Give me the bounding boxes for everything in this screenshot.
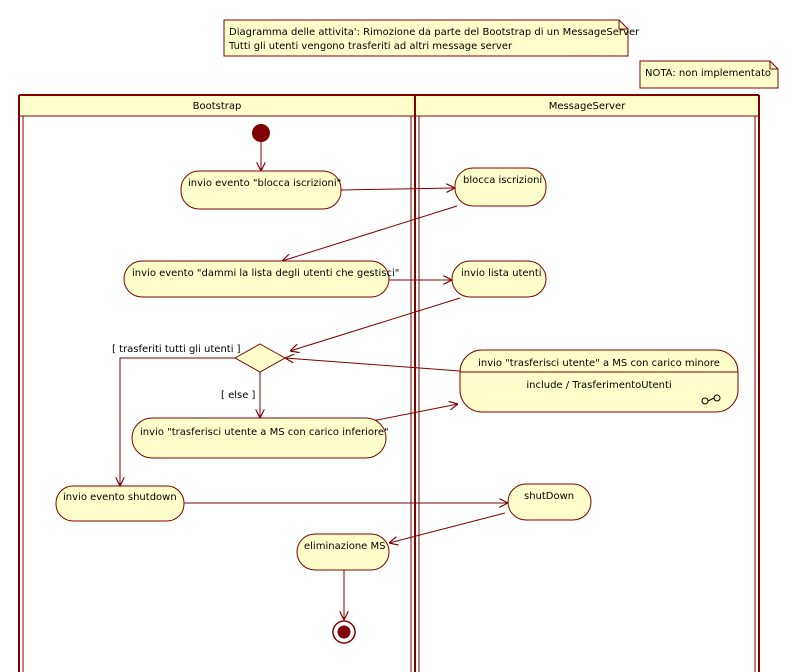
- action-shutdown: shutDown: [507, 483, 592, 521]
- action-invio-lista-label: invio lista utenti: [461, 268, 542, 279]
- action-blocca-iscrizioni: blocca iscrizioni: [454, 167, 547, 207]
- rake-icon: [701, 394, 721, 405]
- edge-lista-to-decision: [290, 297, 461, 351]
- action-invio-lista: invio lista utenti: [451, 260, 547, 298]
- action-eliminazione: eliminazione MS: [296, 533, 390, 571]
- action-trasferisci-bootstrap: invio "trasferisci utente a MS con caric…: [131, 417, 389, 459]
- action-dammi-lista-label: invio evento "dammi la lista degli utent…: [132, 268, 399, 279]
- action-trasferisci-ms-include: include / TrasferimentoUtenti: [526, 380, 671, 391]
- edge-decision-to-shutdown: [120, 357, 238, 486]
- action-shutdown-label: shutDown: [524, 491, 574, 502]
- edge-shutdown-to-eliminazione: [389, 512, 506, 543]
- action-trasferisci-ms: invio "trasferisci utente" a MS con cari…: [459, 349, 739, 413]
- nota-note-text: NOTA: non implementato: [645, 68, 771, 79]
- action-dammi-lista: invio evento "dammi la lista degli utent…: [123, 260, 399, 298]
- action-shutdown-evento-label: invio evento shutdown: [63, 492, 177, 503]
- nota-note: NOTA: non implementato: [639, 60, 779, 89]
- swimlane-messageserver-header: MessageServer: [549, 101, 627, 112]
- action-blocco-evento-label: invio evento "blocca iscrizioni": [188, 178, 341, 189]
- decision-node: [233, 343, 287, 373]
- action-shutdown-evento: invio evento shutdown: [55, 485, 185, 522]
- final-node: [332, 620, 356, 644]
- edge-trasferisci-bootstrap-to-ms: [371, 404, 458, 422]
- action-blocco-evento: invio evento "blocca iscrizioni": [180, 170, 342, 210]
- title-note-line2: Tutti gli utenti vengono trasferiti ad a…: [228, 41, 513, 52]
- swimlane-bootstrap-header: Bootstrap: [193, 101, 242, 112]
- action-eliminazione-label: eliminazione MS: [304, 541, 385, 552]
- title-note-line1: Diagramma delle attivita': Rimozione da …: [229, 27, 640, 38]
- title-note: Diagramma delle attivita': Rimozione da …: [223, 19, 640, 57]
- edge-trasferisci-ms-to-decision: [285, 358, 461, 372]
- swimlanes: Bootstrap MessageServer: [18, 94, 760, 672]
- action-trasferisci-bootstrap-label: invio "trasferisci utente a MS con caric…: [140, 427, 389, 438]
- edges: [120, 142, 508, 620]
- action-blocca-iscrizioni-label: blocca iscrizioni: [463, 175, 542, 186]
- guard-all-transferred: [ trasferiti tutti gli utenti ]: [112, 344, 241, 355]
- guard-else: [ else ]: [221, 390, 256, 401]
- edge-blocco-to-blocca: [340, 188, 455, 190]
- action-trasferisci-ms-label: invio "trasferisci utente" a MS con cari…: [478, 358, 720, 369]
- initial-node: [252, 124, 270, 142]
- edge-blocca-to-dammi: [282, 205, 458, 261]
